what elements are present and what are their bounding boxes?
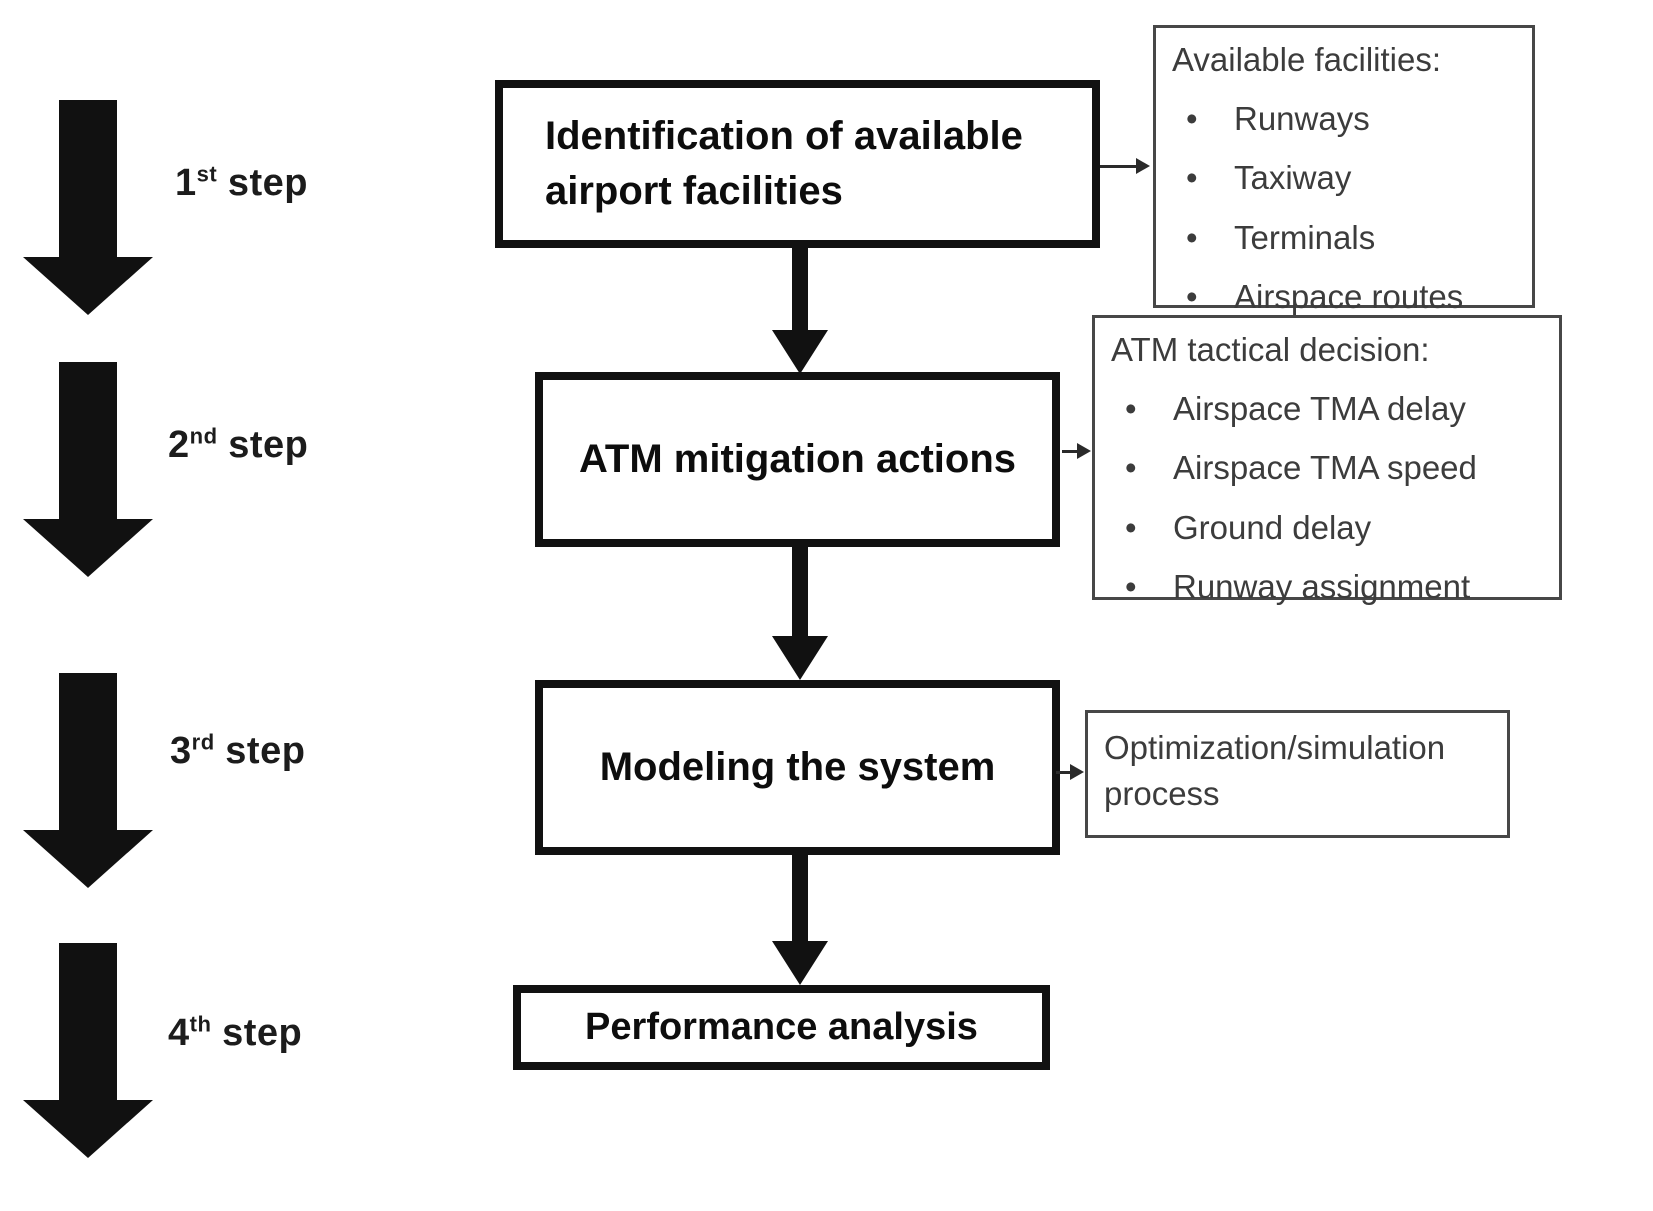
connector-head <box>772 941 828 985</box>
step-suffix: step <box>227 162 308 204</box>
step-number: 3 <box>170 730 192 772</box>
note-optimization-simulation: Optimization/simulation process <box>1085 710 1510 838</box>
bullet-icon: • <box>1125 449 1137 487</box>
step-ordinal: nd <box>189 423 218 449</box>
step-number: 2 <box>168 424 190 466</box>
step-3-down-arrow-icon <box>23 673 153 888</box>
link-line <box>1062 450 1080 453</box>
bullet-icon: • <box>1125 567 1137 605</box>
note-bullet-list: • Runways • Taxiway • Terminals • Airspace r… <box>1172 96 1516 320</box>
bullet-text: Airspace TMA delay <box>1173 390 1466 428</box>
note-bullet-item: • Airspace TMA delay <box>1111 386 1543 432</box>
note-atm-tactical-decision: ATM tactical decision: • Airspace TMA del… <box>1092 315 1562 605</box>
flow-box-text: Performance analysis <box>585 1006 978 1049</box>
connector-shaft <box>792 248 808 330</box>
bullet-text: Airspace routes <box>1234 277 1464 315</box>
bullet-icon: • <box>1186 159 1198 197</box>
flow-box-text: airport facilities <box>545 169 843 213</box>
note-bullet-item: • Airspace TMA speed <box>1111 445 1543 491</box>
step-2-down-arrow-icon <box>23 362 153 577</box>
link-line <box>1056 771 1072 774</box>
bullet-text: Taxiway <box>1234 159 1352 197</box>
link-arrowhead <box>1077 443 1091 459</box>
link-arrowhead <box>1070 764 1084 780</box>
connector-shaft <box>792 547 808 636</box>
step-4-down-arrow-icon <box>23 943 153 1158</box>
note-bullet-item: • Taxiway <box>1172 155 1516 201</box>
connector-arrow-2-icon <box>772 547 828 680</box>
connector-head <box>772 636 828 680</box>
note-bullet-item: • Airspace routes <box>1172 274 1516 320</box>
note-title: ATM tactical decision: <box>1111 331 1430 368</box>
connector-arrow-3-icon <box>772 855 828 985</box>
step-suffix: step <box>222 1012 303 1054</box>
link-arrow-3-icon <box>1056 764 1084 781</box>
flow-box-text: ATM mitigation actions <box>578 436 1017 481</box>
arrow-shaft <box>59 943 117 1100</box>
flow-box-atm-mitigation: ATM mitigation actions <box>535 372 1060 547</box>
flow-box-text: Identification of available <box>545 113 1023 158</box>
flow-box-text: Modeling the system <box>599 744 996 789</box>
bullet-icon: • <box>1186 277 1198 315</box>
arrow-shaft <box>59 362 117 519</box>
connector-shaft <box>792 855 808 941</box>
flow-box-performance: Performance analysis <box>513 985 1050 1070</box>
flow-box-identification: Identification of available airport faci… <box>495 80 1100 248</box>
link-line <box>1100 165 1138 168</box>
link-arrow-1-icon <box>1100 158 1150 175</box>
bullet-text: Terminals <box>1234 218 1376 256</box>
note-available-facilities: Available facilities: •Runways •Taxiway … <box>1153 25 1535 315</box>
step-ordinal: st <box>196 161 218 187</box>
arrow-head <box>23 257 153 315</box>
note-bullet-list: •Airspace TMA delay •Airspace TMA speed … <box>1111 386 1543 610</box>
step-ordinal: rd <box>191 729 215 755</box>
step-ordinal: th <box>189 1011 212 1037</box>
bullet-icon: • <box>1186 100 1198 138</box>
step-number: 4 <box>168 1012 190 1054</box>
connector-head <box>772 330 828 374</box>
note-bullet-item: • Ground delay <box>1111 505 1543 551</box>
step-suffix: step <box>225 730 306 772</box>
note-title: Optimization/simulation process <box>1104 729 1446 813</box>
step-1-down-arrow-icon <box>23 100 153 315</box>
note-bullet-item: • Runway assignment <box>1111 564 1543 610</box>
bullet-icon: • <box>1125 390 1137 428</box>
note-bullet-item: • Terminals <box>1172 215 1516 261</box>
note-bullet-item: • Runways <box>1172 96 1516 142</box>
note-title: Available facilities: <box>1172 41 1442 78</box>
arrow-shaft <box>59 100 117 257</box>
link-arrow-2-icon <box>1062 443 1092 460</box>
link-arrowhead <box>1136 158 1150 174</box>
bullet-icon: • <box>1186 218 1198 256</box>
arrow-head <box>23 519 153 577</box>
arrow-head <box>23 1100 153 1158</box>
step-suffix: step <box>228 424 309 466</box>
bullet-text: Runways <box>1234 100 1370 138</box>
arrow-shaft <box>59 673 117 830</box>
bullet-text: Ground delay <box>1173 508 1372 546</box>
flow-box-modeling: Modeling the system <box>535 680 1060 855</box>
connector-arrow-1-icon <box>772 248 828 374</box>
bullet-text: Runway assignment <box>1173 567 1471 605</box>
bullet-icon: • <box>1125 508 1137 546</box>
arrow-head <box>23 830 153 888</box>
bullet-text: Airspace TMA speed <box>1173 449 1477 487</box>
step-number: 1 <box>175 162 197 204</box>
